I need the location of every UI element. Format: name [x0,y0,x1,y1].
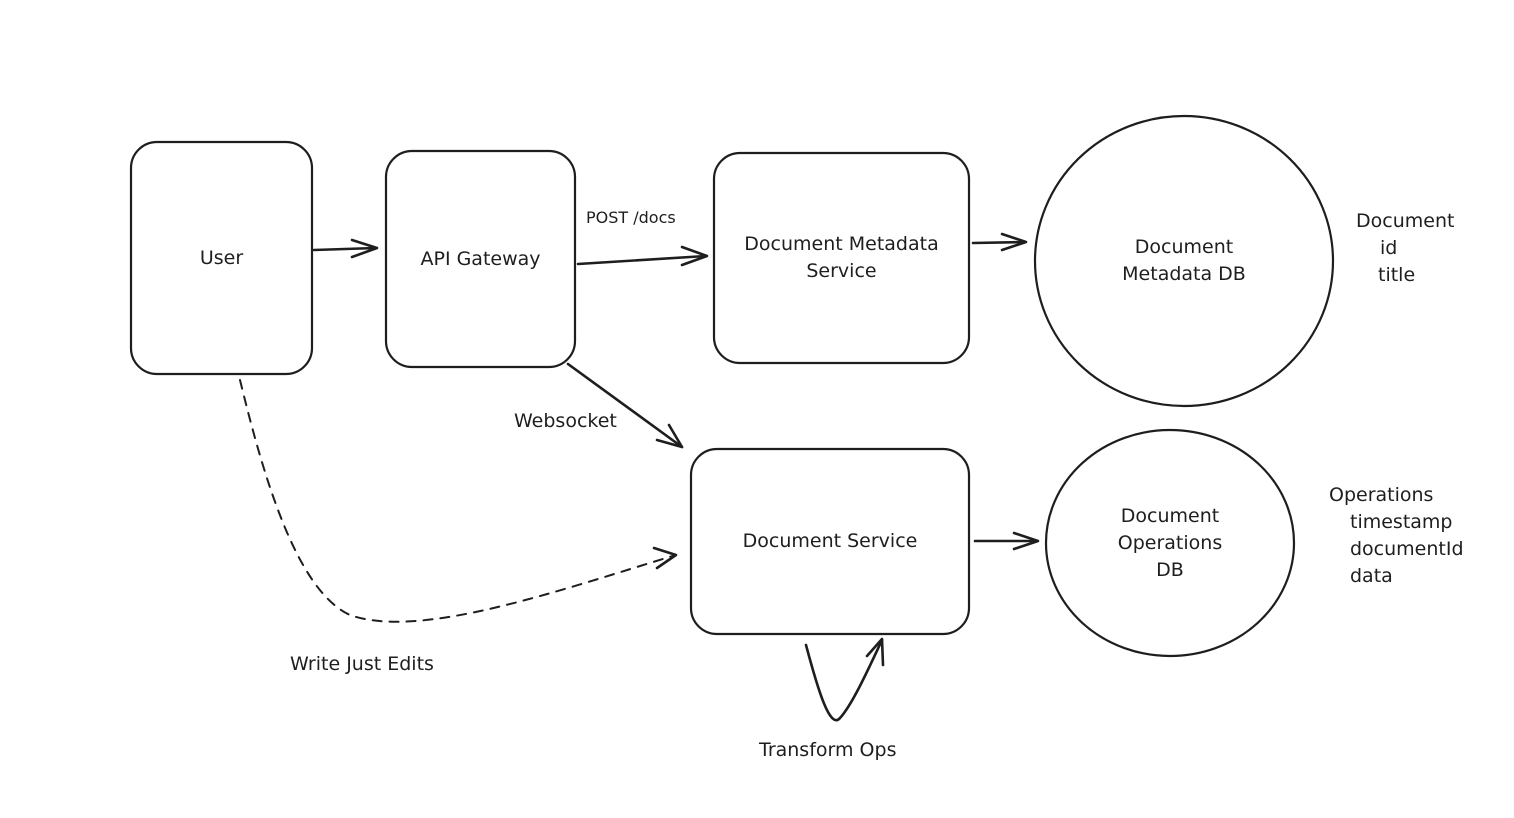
document-metadata-service-node[interactable] [712,151,971,365]
operations-schema-field: documentId [1350,538,1464,560]
metadata-schema-title: Document [1356,210,1455,232]
operations-schema-note: Operations timestamp documentId data [1329,482,1464,590]
post-docs-edge-label: POST /docs [586,208,676,227]
edge-document-operations-to-db[interactable] [973,531,1040,551]
operations-schema-title: Operations [1329,484,1434,506]
metadata-schema-field: title [1378,264,1416,286]
user-node[interactable] [129,140,314,376]
document-metadata-db-label: Document Metadata DB [1122,236,1246,285]
write-just-edits-edge-label: Write Just Edits [290,653,434,675]
websocket-edge-label: Websocket [514,410,617,432]
operations-schema-field: timestamp [1350,511,1453,533]
document-service-label: Document Service [742,530,918,552]
document-service-node[interactable] [689,447,971,636]
edge-api-gateway-to-document-service[interactable] [566,362,684,449]
operations-schema-field: data [1350,565,1393,587]
user-label: User [199,246,244,269]
edge-user-to-document-service-dashed[interactable] [239,379,678,623]
metadata-schema-note: Document id title [1356,208,1454,289]
api-gateway-node[interactable] [384,149,577,369]
api-gateway-label: API Gateway [420,247,541,270]
document-metadata-db-node[interactable] [1033,114,1335,408]
document-metadata-service-label: Document Metadata Service [744,233,939,282]
document-operations-db-label: Document Operations DB [1117,504,1223,581]
document-operations-db-node[interactable] [1044,428,1296,658]
edge-metadata-service-to-metadata-db[interactable] [971,232,1028,252]
edge-user-to-api-gateway[interactable] [312,238,379,259]
metadata-schema-field: id [1380,237,1398,259]
edge-transform-ops-self-loop[interactable] [804,637,885,722]
edge-api-gateway-to-metadata-service[interactable] [576,245,709,267]
transform-ops-edge-label: Transform Ops [759,739,897,761]
